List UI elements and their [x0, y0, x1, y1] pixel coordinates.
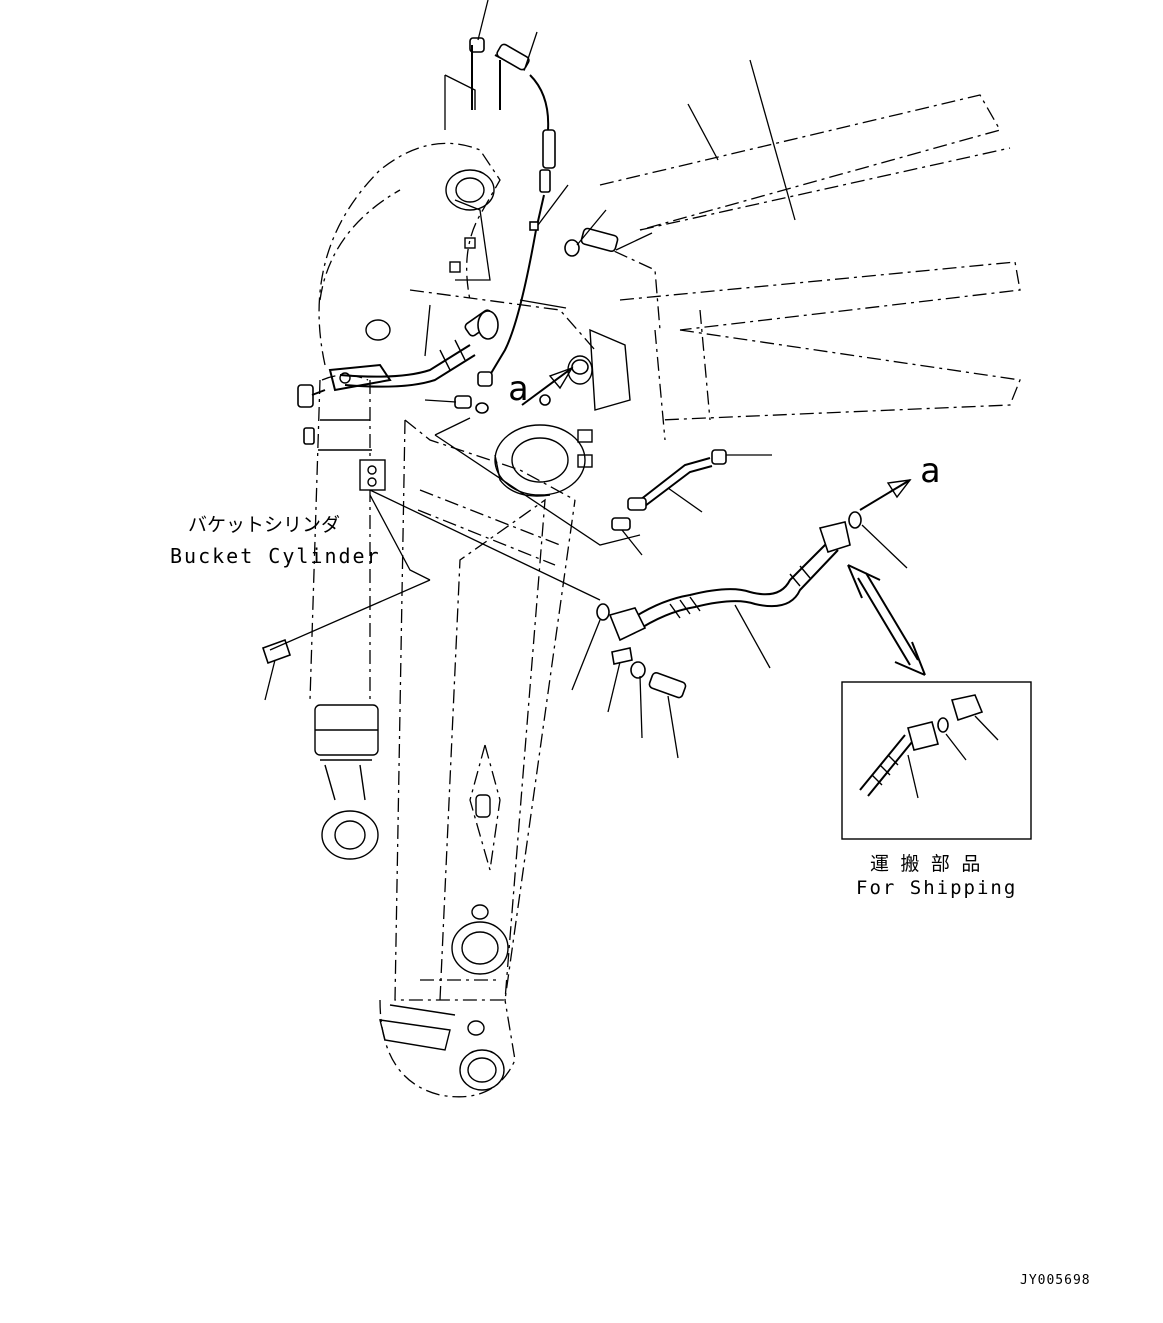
grease-hose-upper [444, 37, 556, 387]
cylinder-piping [297, 309, 499, 445]
for-shipping-label-en: For Shipping [856, 877, 1017, 899]
view-label-a-upper: a [508, 369, 528, 409]
leader-lines [264, 0, 999, 799]
boom-pin-boss [365, 237, 631, 497]
for-shipping-label-jp: 運 搬 部 品 [870, 853, 980, 875]
view-arrows [521, 366, 912, 511]
bucket-cylinder-label-en: Bucket Cylinder [170, 544, 381, 568]
for-shipping-box [841, 681, 1032, 840]
boom-phantom [589, 94, 1021, 441]
bucket-line-pipe [261, 227, 862, 699]
bucket-cylinder [309, 374, 386, 860]
bucket-cylinder-label-jp: バケットシリンダ [188, 514, 340, 536]
arm-phantom [318, 142, 596, 1098]
arm-details [379, 169, 509, 1091]
grease-hose-right [571, 359, 727, 531]
shipping-arrow [847, 564, 926, 676]
view-label-a-right: a [920, 451, 940, 491]
drawing-code: JY005698 [1020, 1273, 1091, 1288]
